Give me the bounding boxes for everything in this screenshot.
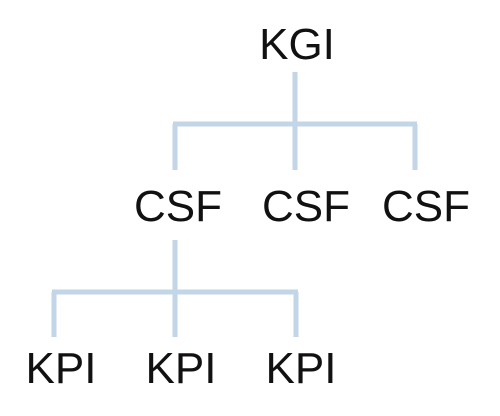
csf-node-label-3: CSF	[382, 182, 470, 231]
csf-node-label-2: CSF	[262, 182, 350, 231]
kgi-node-label: KGI	[259, 20, 335, 69]
kpi-node-label-1: KPI	[26, 344, 97, 393]
csf-node-label-1: CSF	[134, 182, 222, 231]
kpi-node-label-3: KPI	[266, 344, 337, 393]
kpi-node-label-2: KPI	[146, 344, 217, 393]
